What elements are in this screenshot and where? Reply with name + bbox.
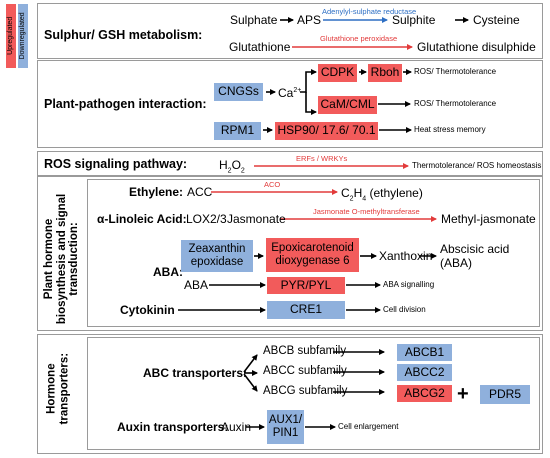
methyl-jasmonate-label: Methyl-jasmonate (441, 212, 536, 226)
aba-title: ABA: (153, 265, 183, 279)
panel-sulphur (37, 3, 543, 59)
enzyme-jasmonate-methyltransferase: Jasmonate O-methyltransferase (313, 207, 420, 216)
panel-pathogen (37, 60, 543, 148)
abc-transporters-label: ABC transporters: (143, 366, 248, 380)
cysteine-label: Cysteine (473, 13, 520, 27)
enzyme-adenylyl-sulphate-reductase: Adenylyl-sulphate reductase (322, 7, 417, 16)
aba-label: ABA (184, 278, 209, 292)
hsp-output-label: Heat stress memory (414, 125, 486, 134)
pathogen-title: Plant-pathogen interaction: (44, 97, 207, 111)
lox-label: LOX2/3 (186, 212, 227, 226)
h2o2-label: H2O2 (219, 158, 245, 175)
aux1-pin1-box: AUX1/ PIN1 (267, 410, 304, 444)
abcg2-box: ABCG2 (397, 385, 452, 402)
legend-downregulated: Downregulated (18, 4, 28, 68)
panel-ros (37, 151, 543, 176)
abcg-subfamily-label: ABCG subfamily (263, 385, 348, 397)
aba-signalling-label: ABA signalling (383, 280, 435, 289)
hsp-box: HSP90/ 17.6/ 70.1 (275, 122, 378, 140)
enzyme-glutathione-peroxidase: Glutathione peroxidase (320, 34, 398, 43)
abcc2-box: ABCC2 (397, 364, 452, 381)
cell-division-label: Cell division (383, 305, 426, 314)
abscisic-acid-label: Abscisic acid (ABA) (440, 242, 510, 271)
abcb1-box: ABCB1 (397, 344, 452, 361)
ros-title: ROS signaling pathway: (44, 157, 188, 171)
rpm1-box: RPM1 (214, 122, 261, 140)
glutathione-label: Glutathione (229, 40, 291, 54)
enzyme-aco: ACO (264, 180, 281, 189)
rboh-box: Rboh (368, 64, 402, 82)
arrow-ca-cam (305, 92, 317, 115)
cngss-box: CNGSs (214, 83, 263, 101)
acc-label: ACC (187, 185, 213, 199)
cdpk-box: CDPK (318, 64, 357, 82)
glutathione-disulphide-label: Glutathione disulphide (417, 40, 536, 54)
sulphite-label: Sulphite (392, 13, 436, 27)
pyr-pyl-box: PYR/PYL (267, 277, 345, 294)
cdpk-output-label: ROS/ Thermotolerance (414, 67, 497, 76)
sulphate-label: Sulphate (230, 13, 278, 27)
auxin-transporters-label: Auxin transporters: (117, 420, 229, 434)
aps-label: APS (297, 13, 322, 27)
ethylene-label: Ethylene: (129, 185, 184, 199)
jasmonate-label: Jasmonate (227, 212, 286, 226)
panel-hormone-inner (87, 179, 540, 327)
pdr5-box: PDR5 (480, 385, 530, 404)
cell-enlargement-label: Cell enlargement (338, 422, 399, 431)
camcml-box: CaM/CML (318, 96, 377, 114)
linoleic-label: α-Linoleic Acid: (97, 212, 187, 226)
auxin-label: Auxin (221, 420, 252, 434)
transport-side-title: Hormone transporters: (45, 352, 70, 425)
abcb-subfamily-label: ABCB subfamily (263, 345, 347, 357)
cam-output-label: ROS/ Thermotolerance (414, 99, 497, 108)
cytokinin-label: Cytokinin (120, 303, 175, 317)
epoxicarotenoid-box: Epoxicarotenoid dioxygenase 6 (266, 238, 359, 272)
c2h4-label: C2H4 (ethylene) (341, 186, 423, 203)
calcium-label: Ca2+ (278, 86, 302, 100)
zeaxanthin-epoxidase-box: Zeaxanthin epoxidase (181, 240, 253, 272)
panel-transport-inner (87, 337, 540, 450)
enzyme-erfs-wrkys: ERFs / WRKYs (296, 154, 348, 163)
sulphur-title: Sulphur/ GSH metabolism: (44, 28, 203, 42)
arrow-abc-abcb (243, 354, 258, 373)
xanthoxin-label: Xanthoxin (379, 249, 433, 263)
panel-transport (37, 334, 543, 454)
arrow-ca-cdpk (300, 69, 317, 93)
ros-output-label: Thermotolerance/ ROS homeostasis (412, 161, 542, 170)
hormone-side-title: Plant hormone biosynthesis and signal tr… (43, 193, 81, 325)
arrow-abc-abcg (243, 373, 258, 392)
cre1-box: CRE1 (267, 301, 345, 319)
plus-icon: + (457, 383, 469, 405)
abcc-subfamily-label: ABCC subfamily (263, 365, 347, 377)
legend-upregulated: Upregulated (6, 4, 16, 68)
panel-hormone (37, 176, 543, 331)
